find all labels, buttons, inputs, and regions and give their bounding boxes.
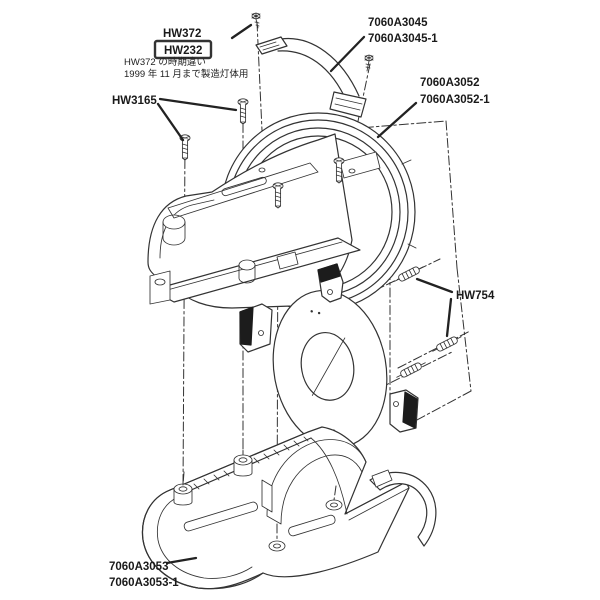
note-line1: HW372 の時期違い [124, 56, 206, 68]
screw-long-icon [272, 182, 284, 209]
screw-small-icon [364, 54, 374, 72]
leader-lines [156, 23, 454, 565]
spring-icon [396, 362, 426, 378]
clip-top [317, 263, 344, 303]
screw-long-icon [179, 134, 191, 161]
band-label-2: 7060A3045-1 [368, 33, 438, 45]
screw-long-icon [237, 98, 249, 125]
construction-line-stubs [182, 439, 337, 542]
hw3165-label: HW3165 [112, 95, 157, 107]
hw754-label: HW754 [456, 290, 495, 302]
lower-label-1: 7060A3053 [109, 561, 168, 573]
screw-long-icon [333, 157, 345, 184]
lower-label-2: 7060A3053-1 [109, 577, 179, 589]
hw232-label: HW232 [164, 45, 202, 57]
hw232-highlight-box [153, 39, 213, 60]
ring-label-1: 7060A3052 [420, 77, 479, 89]
note-line2: 1999 年 11 月まで製造灯体用 [124, 68, 248, 80]
retaining-band [255, 36, 367, 118]
clip-bottom-right [389, 389, 419, 433]
spring-icon [394, 266, 424, 282]
upper-housing-body [147, 133, 381, 309]
screw-small-icon [251, 12, 261, 29]
band-label-1: 7060A3045 [368, 17, 428, 29]
lower-housing [141, 426, 437, 590]
labels: HW372 HW232 HW372 の時期違い 1999 年 11 月まで製造灯… [109, 17, 495, 589]
spring-icon [432, 336, 462, 352]
hw372-label: HW372 [163, 28, 201, 40]
clip-left [239, 303, 273, 353]
ring-label-2: 7060A3052-1 [420, 94, 490, 106]
